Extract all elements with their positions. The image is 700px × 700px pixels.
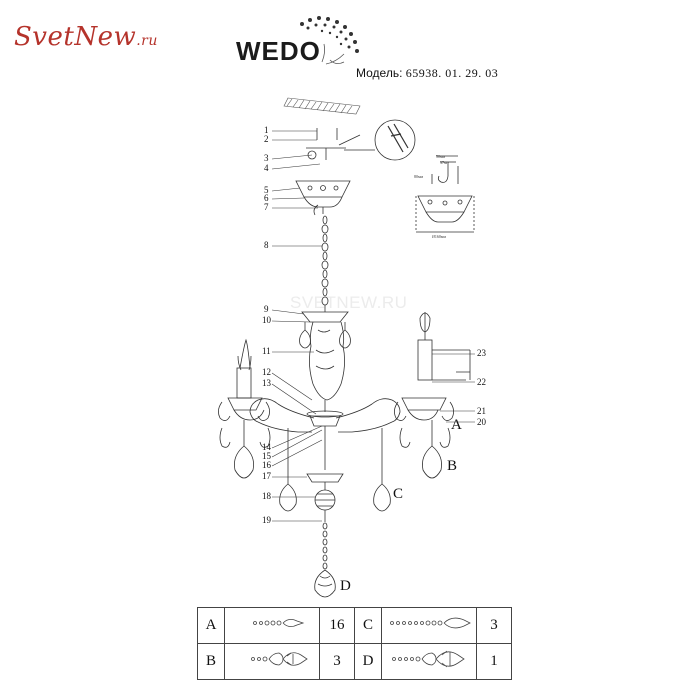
pendant-letter-a: A [451, 417, 462, 433]
right-arm [335, 312, 471, 479]
pendant-d-drawing [392, 650, 465, 668]
lower-assembly [306, 473, 344, 598]
model-line: Модель: 65938. 01. 29. 03 [356, 66, 498, 81]
model-number: 65938. 01. 29. 03 [405, 66, 499, 80]
table-letter-d: D [354, 643, 382, 680]
table-letter-a: A [197, 607, 225, 644]
part-number-4: 4 [264, 163, 269, 173]
leader-lines [271, 130, 475, 522]
pendant-c-icon [381, 607, 477, 644]
pendant-letter-b: B [447, 458, 458, 474]
part-number-8: 8 [264, 240, 269, 250]
part-number-22: 22 [477, 377, 486, 387]
pendant-b-icon [224, 643, 320, 680]
table-row: B 3 D [197, 643, 512, 680]
part-number-7: 7 [264, 202, 269, 212]
zoom-detail-parts [387, 123, 409, 153]
table-letter-b: B [197, 643, 225, 680]
table-qty-c: 3 [476, 607, 512, 644]
upper-drops [299, 322, 351, 349]
brand-swirl-icon [300, 16, 359, 53]
table-qty-d: 1 [476, 643, 512, 680]
part-number-14: 14 [262, 442, 271, 452]
pendant-b-drawing [251, 652, 308, 666]
hook-dim-3: 80мм [414, 174, 424, 179]
part-number-10: 10 [262, 315, 271, 325]
part-number-5: 5 [264, 185, 269, 195]
part-number-21: 21 [477, 406, 486, 416]
central-stem [301, 311, 349, 470]
part-number-17: 17 [262, 471, 271, 481]
crystal-strings [279, 428, 391, 512]
parts-table: A 16 C 3 B [197, 607, 512, 680]
part-number-11: 11 [262, 346, 271, 356]
canopy-dim: Ø160мм [432, 234, 446, 239]
chain [321, 215, 329, 312]
part-number-1: 1 [264, 125, 269, 135]
brand-logo: WEDO [236, 36, 321, 66]
table-qty-a: 16 [319, 607, 355, 644]
hook-dim-2: 37мм [440, 160, 450, 165]
part-number-12: 12 [262, 367, 271, 377]
part-number-6: 6 [264, 193, 269, 203]
mount-hardware [306, 128, 375, 160]
pendant-d-icon [381, 643, 477, 680]
table-letter-c: C [354, 607, 382, 644]
part-number-2: 2 [264, 134, 269, 144]
canopy-detail [415, 195, 475, 233]
ceiling-hatch [283, 97, 361, 115]
part-number-19: 19 [262, 515, 271, 525]
hook-dim-1: 50мм [436, 154, 446, 159]
pendant-a-drawing [253, 619, 305, 627]
part-number-16: 16 [262, 460, 271, 470]
left-arm [218, 338, 315, 479]
table-row: A 16 C 3 [197, 607, 512, 644]
zoom-detail-circle [374, 119, 416, 161]
pendant-letter-d: D [340, 578, 351, 594]
pendant-a-icon [224, 607, 320, 644]
part-number-13: 13 [262, 378, 271, 388]
site-logo: SvetNew.ru [14, 22, 158, 52]
part-number-3: 3 [264, 153, 269, 163]
pendant-letter-c: C [393, 486, 404, 502]
part-number-9: 9 [264, 304, 269, 314]
canopy [295, 180, 351, 216]
hook-detail [431, 155, 459, 184]
part-number-18: 18 [262, 491, 271, 501]
site-logo-suffix: .ru [136, 33, 158, 49]
part-number-15: 15 [262, 451, 271, 461]
table-qty-b: 3 [319, 643, 355, 680]
part-number-23: 23 [477, 348, 486, 358]
pendant-c-drawing [390, 617, 471, 629]
watermark: SVETNEW.RU [290, 293, 408, 312]
brand-sub-script [321, 43, 345, 65]
model-label: Модель: [356, 66, 403, 80]
site-logo-main: SvetNew [14, 22, 137, 52]
part-number-20: 20 [477, 417, 486, 427]
